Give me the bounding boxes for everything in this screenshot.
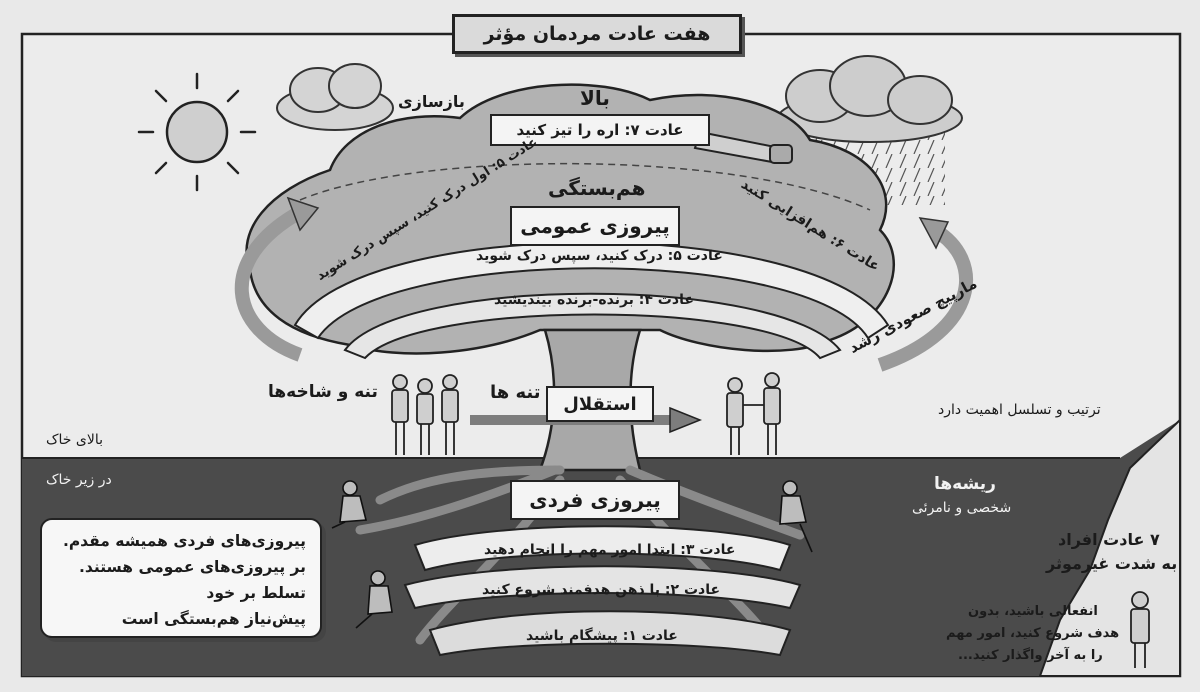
team-people-icon (391, 374, 459, 455)
ineffective-note-line-3: را به آخر واگذار کنید... (958, 648, 1103, 663)
saw-icon (693, 130, 793, 164)
trunk-label: تنه ها (490, 382, 541, 403)
habit-band-2 (403, 565, 802, 610)
ineffective-title-line-2: به شدت غیرموثر (1046, 554, 1178, 573)
cloud-icon (276, 63, 394, 131)
renewal-label: بازسازی (398, 92, 465, 111)
independence-banner: استقلال (546, 386, 654, 422)
habit-4-label: عادت ۴: برنده-برنده بیندیشید (494, 292, 694, 308)
sun-icon (137, 72, 257, 192)
private-victory-banner: پیروزی فردی (510, 480, 680, 520)
page-title: هفت عادت مردمان مؤثر (452, 14, 742, 54)
habit-band-inner (343, 292, 842, 360)
gardener-icon (331, 480, 813, 629)
growth-arrow-right (877, 217, 973, 372)
ineffective-note-line-1: انفعالی باشید، بدون (968, 604, 1098, 619)
top-label: بالا (580, 86, 610, 110)
habit-5-center-label: عادت ۵: درک کنید، سپس درک شوید (476, 248, 723, 264)
note-line-4: پیش‌نیاز هم‌بستگی است (121, 610, 306, 628)
note-line-2: بر پیروزی‌های عمومی هستند. (79, 558, 306, 576)
frustrated-person-icon (1130, 591, 1150, 668)
note-line-1: پیروزی‌های فردی همیشه مقدم. (62, 532, 306, 550)
private-victory-note: پیروزی‌های فردی همیشه مقدم. بر پیروزی‌ها… (40, 518, 322, 638)
ineffective-title-line-1: ۷ عادت افراد (1058, 530, 1160, 549)
ineffective-note-line-2: هدف شروع کنید، امور مهم (946, 626, 1120, 641)
sequence-label: ترتیب و تسلسل اهمیت دارد (938, 402, 1101, 418)
roots-title: ریشه‌ها (934, 474, 996, 494)
independence-arrowhead (669, 406, 703, 434)
below-ground-label: در زیر خاک (46, 472, 112, 488)
trunk-and-branches-label: تنه و شاخه‌ها (268, 382, 378, 402)
handshake-people-icon (726, 372, 781, 455)
interdependence-label: هم‌بستگی (548, 176, 646, 200)
note-line-3: تسلط بر خود (206, 584, 306, 602)
habit-7-banner: عادت ۷: اره را تیز کنید (490, 114, 710, 146)
habit-1-label: عادت ۱: پیشگام باشید (526, 628, 678, 644)
above-ground-label: بالای خاک (46, 432, 104, 448)
habit-band-1 (428, 610, 792, 657)
roots-subtitle: شخصی و نامرئی (912, 500, 1012, 516)
public-victory-banner: پیروزی عمومی (510, 206, 680, 246)
habit-2-label: عادت ۲: با ذهن هدفمند شروع کنید (482, 582, 721, 598)
habit-band-3 (413, 525, 792, 572)
habit-3-label: عادت ۳: ابتدا امور مهم را انجام دهید (484, 542, 736, 558)
habit-band-outer (293, 241, 890, 340)
growth-arrow-left (234, 196, 320, 362)
